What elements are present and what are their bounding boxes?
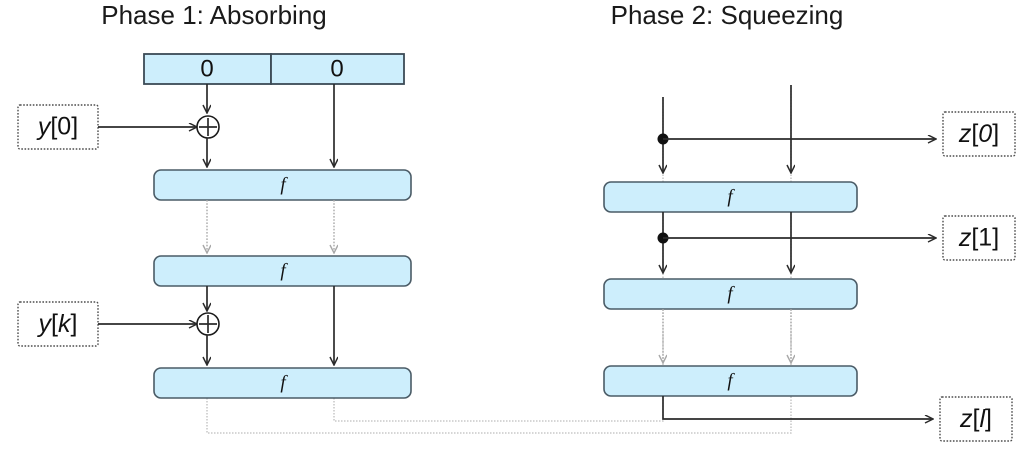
output-label-z0: z[0]	[958, 120, 999, 148]
permutation-box-p2-3[interactable]	[603, 365, 858, 397]
output-box-z0[interactable]	[942, 111, 1016, 157]
output-box-z1[interactable]	[942, 215, 1016, 261]
state-cell-capacity-label: 0	[330, 55, 343, 82]
input-box-y0[interactable]	[17, 104, 99, 150]
output-label-zl: z[l]	[959, 405, 992, 433]
input-label-y0: y[0]	[36, 113, 78, 141]
permutation-label-p1-3: f	[280, 372, 288, 393]
permutation-box-p1-1[interactable]	[153, 169, 412, 201]
phase1-title: Phase 1: Absorbing	[101, 0, 327, 30]
permutation-box-p2-2[interactable]	[603, 278, 858, 310]
input-label-yk: y[k]	[37, 310, 78, 338]
output-label-z1: z[1]	[958, 224, 999, 252]
permutation-label-p1-1: f	[280, 174, 288, 195]
permutation-box-p1-3[interactable]	[153, 367, 412, 399]
input-box-yk[interactable]	[17, 301, 99, 347]
permutation-label-p2-2: f	[727, 283, 735, 304]
state-cell-capacity	[270, 53, 405, 85]
arrow-p2-f3-to-zl	[662, 396, 932, 419]
permutation-box-p1-2[interactable]	[153, 255, 412, 287]
permutation-label-p1-2: f	[280, 260, 288, 281]
permutation-label-p2-3: f	[727, 370, 735, 391]
phase2-title: Phase 2: Squeezing	[611, 0, 844, 30]
permutation-label-p2-1: f	[727, 186, 735, 207]
permutation-box-p2-1[interactable]	[603, 181, 858, 213]
state-cell-rate-label: 0	[200, 55, 213, 82]
output-box-zl[interactable]	[939, 396, 1013, 442]
